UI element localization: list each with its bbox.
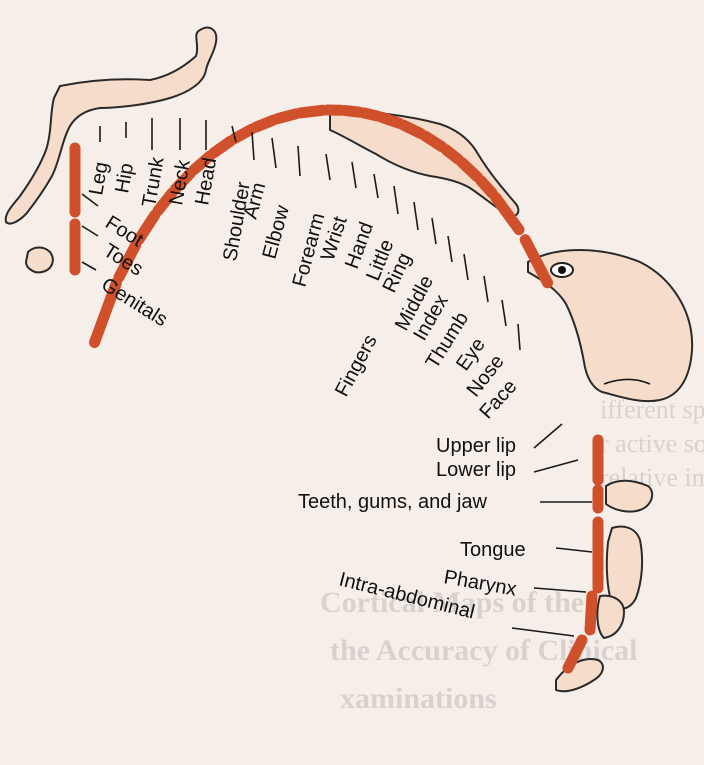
label-leg: Leg [85,160,112,197]
leader-line [555,547,593,553]
cortex-segment [208,135,236,159]
background-bleed-text: ifferent species rely on different par r… [320,395,704,715]
bleed-line-2: r active somatosensory information. Th [600,429,704,458]
leader-line [297,145,301,177]
leader-line [501,299,507,327]
leader-line [81,261,97,271]
cortex-segment [440,144,464,165]
leader-line [81,225,99,237]
leader-line [251,131,255,161]
bleed-line-6: xaminations [340,682,497,715]
cortex-segment [272,108,302,125]
label-teeth-gums-jaw: Teeth, gums, and jaw [298,491,488,513]
cortex-segment [170,167,196,195]
leader-line [393,185,399,215]
leader-line [231,125,237,143]
cortex-segment [490,191,525,236]
homunculus-torso [4,26,218,225]
leader-line [483,275,489,303]
label-hip: Hip [111,161,138,194]
cortex-segment [475,175,498,199]
leader-lines [81,118,593,637]
cortex-segment [188,150,216,176]
leader-line [351,161,357,189]
label-tongue: Tongue [460,539,526,561]
leader-line [431,217,437,245]
leader-line [447,235,453,263]
homunculus-abdominal [555,658,604,693]
cortex-segment [229,123,258,145]
leader-line [511,627,575,637]
homunculus-figure [4,26,694,693]
homunculus-mouth [603,378,651,385]
bleed-line-4: Cortical Maps of the [320,586,584,619]
leader-line [413,201,419,231]
leader-line [373,173,379,199]
cortex-segment [419,130,448,153]
cortex-segment [133,209,161,246]
leader-line [533,459,579,473]
label-lower-lip: Lower lip [436,459,516,481]
cortex-segment [294,104,329,119]
homunculus-arm [329,110,520,218]
cortical-strip [69,104,604,674]
homunculus-teeth [605,479,654,513]
cortex-segment [113,239,142,283]
label-upper-lip: Upper lip [436,435,516,457]
homunculus-tongue [605,525,644,610]
cortex-segment [152,187,178,217]
leader-line [463,253,469,281]
cortex-segment [519,234,554,289]
label-fingers: Fingers [331,331,382,400]
homunculus-pupil [558,266,566,274]
cortex-segment [340,105,365,118]
leader-line [517,323,521,351]
cortex-segment [376,111,405,129]
label-neck: Neck [165,157,195,207]
leader-line [325,153,331,181]
cortex-segment-lower [562,634,588,674]
leader-line [533,587,587,593]
cortex-segment [358,107,383,122]
cortex-segment-lower [584,590,598,636]
cortex-segment [250,114,280,133]
leader-line [533,423,563,449]
cortex-segment [456,157,483,183]
leader-line [271,137,277,169]
label-elbow: Elbow [259,202,294,261]
homunculus-foot [25,246,54,274]
homunculus-face [527,249,694,402]
cortex-segment [88,277,122,349]
homunculus-pharynx [596,594,625,639]
leader-line [81,193,99,207]
cortex-segment [398,119,427,140]
